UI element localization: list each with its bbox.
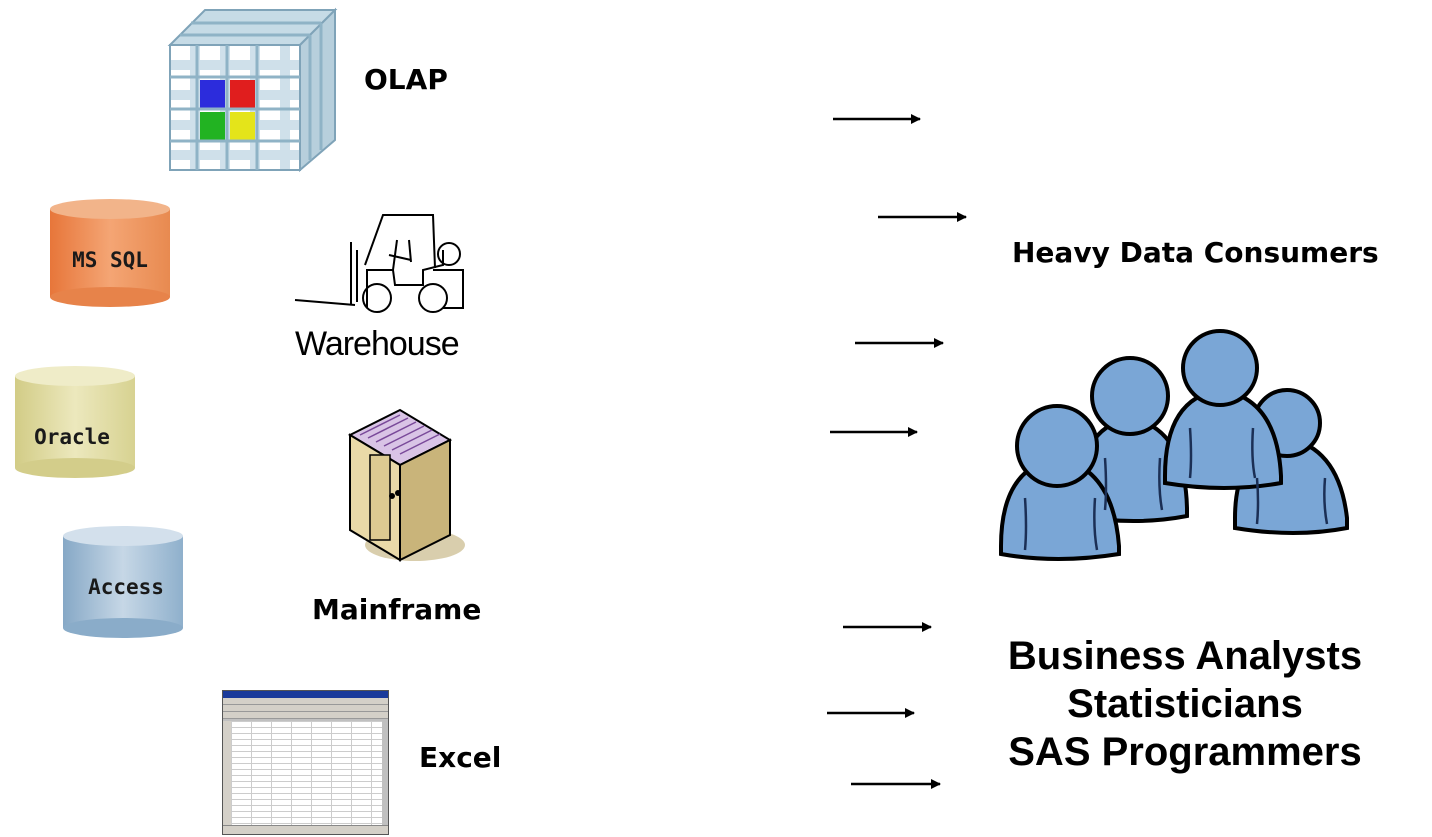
role-sas-programmers: SAS Programmers	[1008, 730, 1362, 774]
excel-label: Excel	[419, 741, 502, 774]
olap-label: OLAP	[364, 63, 448, 96]
people-group-icon	[999, 329, 1349, 561]
role-statisticians: Statisticians	[1067, 682, 1303, 726]
oracle-database-icon: Oracle	[15, 366, 135, 478]
olap-cube-icon	[167, 7, 338, 173]
mainframe-label: Mainframe	[312, 593, 482, 626]
access-database-icon: Access	[63, 526, 183, 638]
access-label: Access	[88, 575, 164, 599]
mainframe-icon	[347, 408, 465, 562]
excel-window-icon	[222, 690, 389, 835]
forklift-icon	[294, 214, 464, 313]
mssql-label: MS SQL	[72, 248, 148, 272]
mssql-database-icon: MS SQL	[50, 199, 170, 307]
role-business-analysts: Business Analysts	[1007, 634, 1363, 678]
oracle-label: Oracle	[34, 425, 110, 449]
warehouse-label: Warehouse	[295, 325, 460, 363]
consumers-heading: Heavy Data Consumers	[1012, 236, 1379, 269]
consumer-roles: Business Analysts Statisticians SAS Prog…	[980, 632, 1390, 776]
